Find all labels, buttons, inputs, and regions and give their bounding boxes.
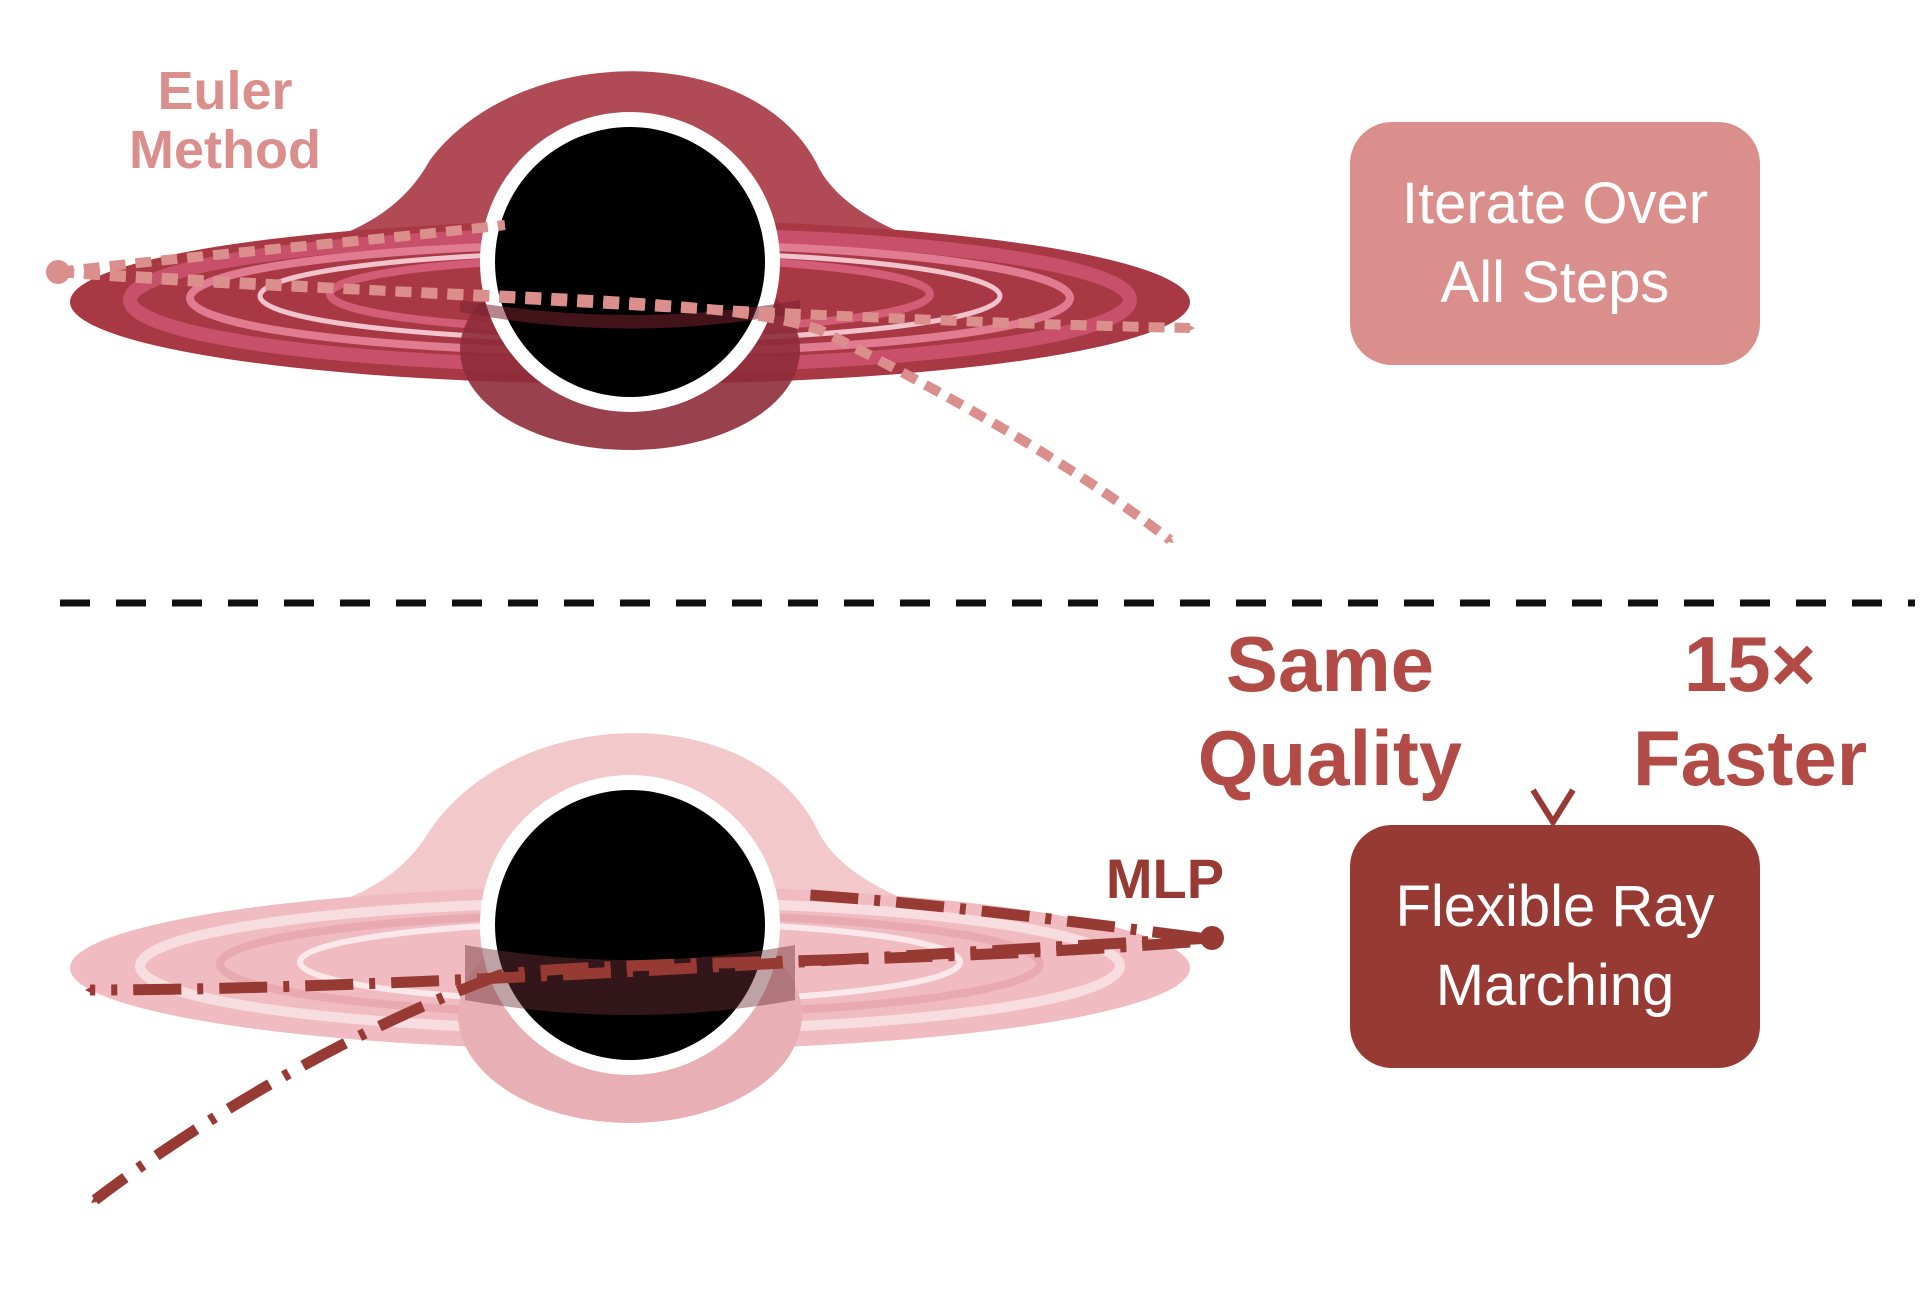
euler-label-line1: Euler [157,61,293,121]
same-line2: Quality [1197,713,1463,802]
speed-line2: Faster [1632,713,1868,802]
same-line1: Same [1225,620,1435,708]
black-hole-mlp [70,733,1190,1123]
mlp-ray-wrap [809,889,1201,944]
mlp-shadow [495,790,765,1060]
mlp-label: MLP [1085,848,1245,910]
mlp-label-text: MLP [1105,847,1225,910]
flexible-line1: Flexible Ray [1395,874,1715,940]
flow-arrow-head [1530,788,1576,828]
iterate-line2: All Steps [1440,249,1670,315]
flexible-line2: Marching [1435,952,1675,1018]
euler-disk-front [460,300,800,329]
euler-ray-wrap [57,220,506,277]
euler-ray-deflected [57,267,1174,544]
euler-shadow [495,127,765,397]
iterate-line1: Iterate Over [1401,171,1709,237]
flexible-ray-marching-box: Flexible Ray Marching [1350,825,1760,1068]
same-quality-label: Same Quality [1170,618,1490,805]
euler-method-label: Euler Method [95,61,355,181]
euler-label-line2: Method [129,120,321,181]
speed-line1: 15× [1683,620,1817,708]
faster-label: 15× Faster [1600,618,1900,805]
iterate-steps-box: Iterate Over All Steps [1350,122,1760,365]
